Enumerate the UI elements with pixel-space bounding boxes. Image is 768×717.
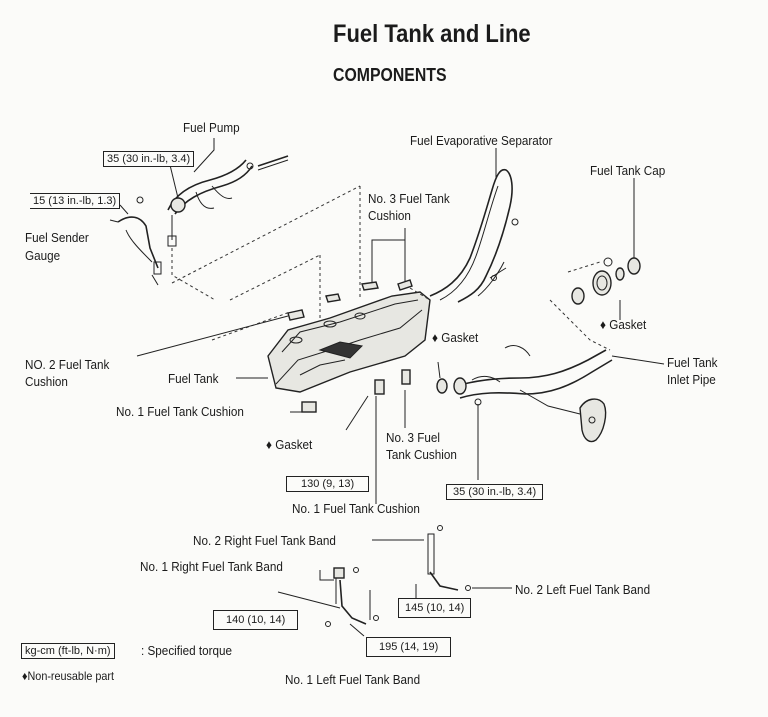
torque-box-sender: 15 (13 in.-lb, 1.3) xyxy=(30,193,121,209)
label-gasket-lower: ♦ Gasket xyxy=(266,437,312,452)
evaporative-separator-drawing xyxy=(429,168,519,303)
non-reusable-symbol: ♦ xyxy=(266,437,272,452)
label-no1-cushion-bottom: No. 1 Fuel Tank Cushion xyxy=(292,501,420,516)
label-gasket-right: ♦ Gasket xyxy=(600,317,646,332)
label-no2-left-band: No. 2 Left Fuel Tank Band xyxy=(515,582,651,597)
label-gasket-upper-text: Gasket xyxy=(441,330,479,345)
torque-box-band-no2: 145 (10, 14) xyxy=(398,598,472,618)
leader-lines xyxy=(119,138,665,637)
label-gasket-upper: ♦ Gasket xyxy=(432,330,478,345)
inlet-pipe-drawing xyxy=(436,257,641,443)
label-fuel-sender-gauge-line2: Gauge xyxy=(25,248,61,263)
page-title: Fuel Tank and Line xyxy=(333,20,531,48)
label-fuel-tank: Fuel Tank xyxy=(168,371,219,386)
legend-non-reusable-text: Non-reusable part xyxy=(27,669,114,683)
torque-box-pump: 35 (30 in.-lb, 3.4) xyxy=(103,151,195,167)
non-reusable-symbol: ♦ xyxy=(22,669,28,683)
label-fuel-tank-inlet-pipe-line1: Fuel Tank xyxy=(667,355,718,370)
label-no3-cushion-low-line2: Tank Cushion xyxy=(386,447,457,462)
fuel-pump-drawing xyxy=(167,155,289,301)
tank-bands-drawing xyxy=(325,525,471,627)
label-fuel-tank-cap: Fuel Tank Cap xyxy=(590,163,666,178)
legend-non-reusable: ♦Non-reusable part xyxy=(22,669,114,684)
fuel-tank-drawing xyxy=(267,291,431,393)
label-fuel-evaporative-separator: Fuel Evaporative Separator xyxy=(410,133,553,148)
page-subtitle: COMPONENTS xyxy=(333,65,447,85)
torque-box-band-no1: 140 (10, 14) xyxy=(213,610,299,630)
torque-box-inlet: 35 (30 in.-lb, 3.4) xyxy=(446,484,544,500)
label-no1-right-band: No. 1 Right Fuel Tank Band xyxy=(140,559,283,574)
label-gasket-right-text: Gasket xyxy=(609,317,647,332)
label-no1-left-band: No. 1 Left Fuel Tank Band xyxy=(285,672,421,687)
label-no1-cushion-left: No. 1 Fuel Tank Cushion xyxy=(116,404,244,419)
label-fuel-pump: Fuel Pump xyxy=(183,120,240,135)
fuel-sender-gauge-drawing xyxy=(109,196,162,286)
legend-specified-torque: : Specified torque xyxy=(141,643,233,658)
label-fuel-tank-inlet-pipe-line2: Inlet Pipe xyxy=(667,372,716,387)
non-reusable-symbol: ♦ xyxy=(600,317,606,332)
legend-unit-box: kg-cm (ft-lb, N·m) xyxy=(21,643,115,659)
label-no2-cushion-line2: Cushion xyxy=(25,374,68,389)
label-no3-cushion-low-line1: No. 3 Fuel xyxy=(386,430,440,445)
torque-box-band-left: 195 (14, 19) xyxy=(366,637,452,657)
label-gasket-lower-text: Gasket xyxy=(275,437,313,452)
non-reusable-symbol: ♦ xyxy=(432,330,438,345)
label-no2-cushion-line1: NO. 2 Fuel Tank xyxy=(25,357,110,372)
cushions-drawing xyxy=(287,279,413,413)
label-no3-cushion-top-line1: No. 3 Fuel Tank xyxy=(368,191,450,206)
label-fuel-sender-gauge-line1: Fuel Sender xyxy=(25,230,89,245)
torque-box-tank-bolt: 130 (9, 13) xyxy=(286,476,370,492)
label-no2-right-band: No. 2 Right Fuel Tank Band xyxy=(193,533,336,548)
dashed-outlines xyxy=(171,185,611,351)
label-no3-cushion-top-line2: Cushion xyxy=(368,208,411,223)
